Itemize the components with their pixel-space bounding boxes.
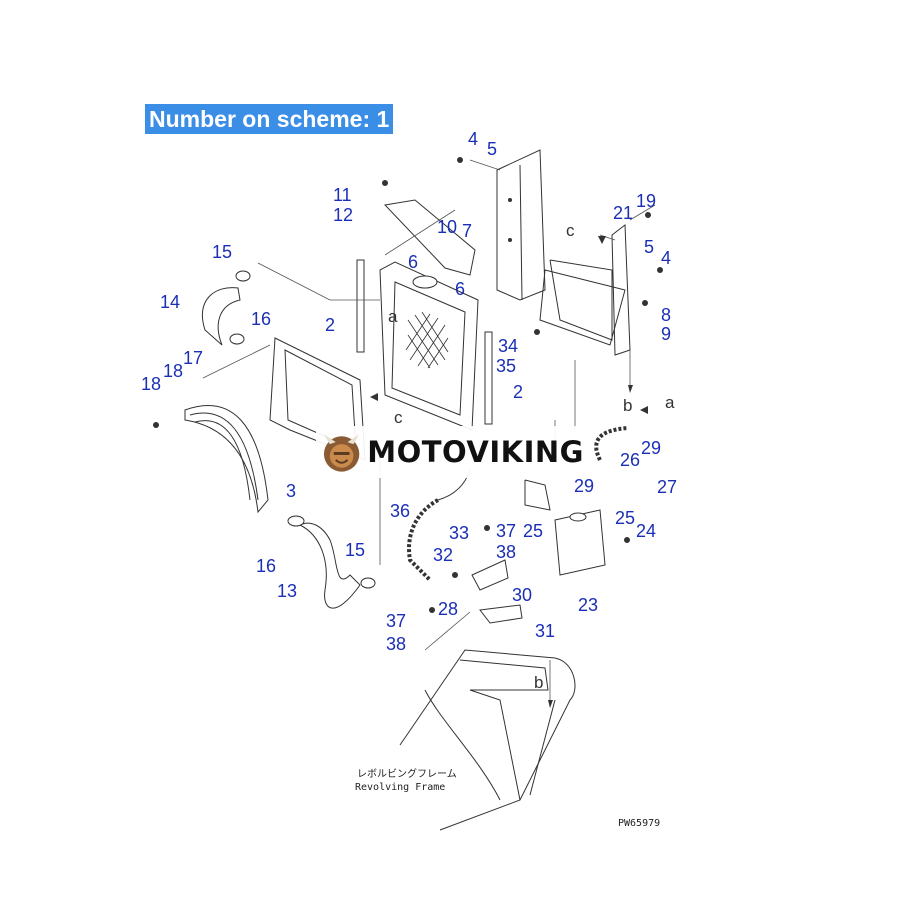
callout-10: 10 (437, 217, 457, 237)
callout-4: 4 (468, 129, 478, 149)
revolving-frame (399, 649, 576, 831)
callout-9: 9 (661, 324, 671, 344)
callout-34: 35 (496, 356, 516, 376)
column-bracket (496, 149, 546, 301)
lower-hose (298, 522, 361, 609)
callout-37-bottom: 37 (386, 611, 406, 631)
watermark: MOTOVIKING (316, 426, 584, 478)
caption-english: Revolving Frame (355, 782, 445, 793)
callout-19: 18 (163, 361, 183, 381)
viking-logo-icon (323, 434, 360, 472)
view-letter-a-right: a (665, 393, 675, 412)
callout-30: 30 (512, 585, 532, 605)
top-bracket (383, 199, 476, 276)
callout-12: 12 (333, 205, 353, 225)
callout-6-right: 6 (455, 279, 465, 299)
callout-17: 17 (183, 348, 203, 368)
callout-32: 33 (449, 523, 469, 543)
right-bracket (549, 224, 631, 356)
callout-18: 18 (141, 374, 161, 394)
callout-23: 23 (578, 595, 598, 615)
callout-38-top: 38 (496, 542, 516, 562)
callout-16-bottom: 16 (256, 556, 276, 576)
caption-drawing-code: PW65979 (618, 818, 660, 829)
scheme-number-title: Number on scheme: 1 (145, 104, 394, 134)
callout-31: 31 (535, 621, 555, 641)
callout-24: 24 (636, 521, 656, 541)
view-letter-a-radiator: a (388, 307, 398, 326)
callout-26: 26 (620, 450, 640, 470)
callout-28-top: 29 (641, 438, 661, 458)
upper-hose (201, 287, 241, 346)
callout-2-right: 2 (513, 382, 523, 402)
seal-right (484, 331, 493, 425)
callout-29: 28 (438, 599, 458, 619)
callout-15-top: 15 (212, 242, 232, 262)
callout-5: 5 (487, 139, 497, 159)
callout-35: 36 (390, 501, 410, 521)
callout-16-top: 16 (251, 309, 271, 329)
callout-5-right: 5 (644, 237, 654, 257)
callout-14: 14 (160, 292, 180, 312)
watermark-brand: MOTOVIKING (367, 435, 584, 469)
callout-21: 19 (636, 191, 656, 211)
view-letter-c-shroud: c (394, 408, 403, 427)
reserve-tank (524, 479, 606, 576)
callout-4-right: 4 (661, 248, 671, 268)
callout-37-top: 37 (496, 521, 516, 541)
callout-3: 3 (286, 481, 296, 501)
radiator (379, 261, 479, 431)
mounting-plate (539, 269, 626, 346)
callout-13: 13 (277, 581, 297, 601)
callout-25-right: 25 (615, 508, 635, 528)
callout-22: 21 (613, 203, 633, 223)
view-letters: c a c b a b (388, 221, 675, 692)
view-letter-b-frame: b (534, 673, 543, 692)
callout-38-bottom: 38 (386, 634, 406, 654)
seal-left (356, 259, 365, 353)
callout-28-mid: 29 (574, 476, 594, 496)
callout-11: 11 (333, 185, 352, 205)
view-letter-b-top: b (623, 396, 632, 415)
callout-33: 34 (498, 336, 518, 356)
callout-25-left: 25 (523, 521, 543, 541)
callout-36: 32 (433, 545, 453, 565)
fan-shroud (184, 337, 366, 514)
callout-27: 27 (657, 477, 677, 497)
callout-2-left: 2 (325, 315, 335, 335)
callout-8: 8 (661, 305, 671, 325)
callout-labels: 4 5 11 12 10 7 15 6 6 14 16 2 19 21 5 4 … (141, 129, 677, 654)
caption-japanese: レボルビングフレーム (357, 767, 457, 780)
view-letter-c-top: c (566, 221, 575, 240)
callout-6-left: 6 (408, 252, 418, 272)
callout-7: 7 (462, 221, 472, 241)
callout-15-bottom: 15 (345, 540, 365, 560)
